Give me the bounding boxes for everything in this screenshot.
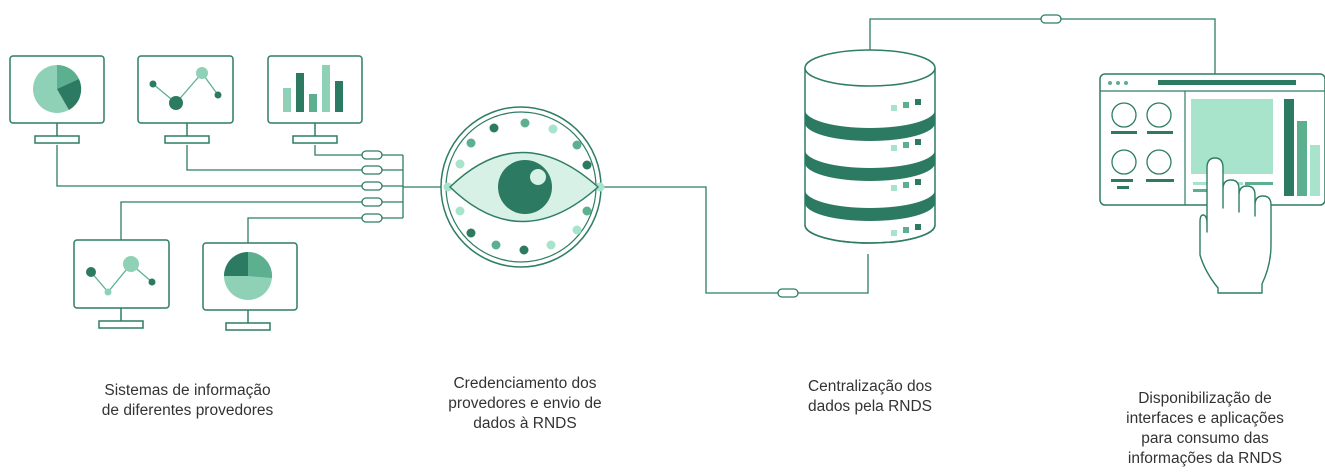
- monitor-line-icon-bottom: [73, 239, 170, 329]
- caption-sources: Sistemas de informação de diferentes pro…: [101, 382, 274, 419]
- monitor-line-icon: [137, 55, 234, 144]
- tablet-dashboard-icon: [1099, 73, 1325, 206]
- monitor-pie-icon-bottom: [202, 242, 298, 331]
- monitor-bar-icon: [267, 55, 363, 144]
- caption-credentialing: Credenciamento dos provedores e envio de…: [448, 375, 602, 432]
- caption-availability: Disponibilização de interfaces e aplicaç…: [1126, 390, 1284, 467]
- eye-icon: [440, 106, 605, 268]
- hand-pointer-icon: [1199, 157, 1272, 294]
- caption-centralization: Centralização dos dados pela RNDS: [807, 378, 933, 415]
- connector-capsules: [361, 14, 1062, 298]
- monitor-pie-icon: [9, 55, 105, 144]
- database-icon: [804, 49, 936, 244]
